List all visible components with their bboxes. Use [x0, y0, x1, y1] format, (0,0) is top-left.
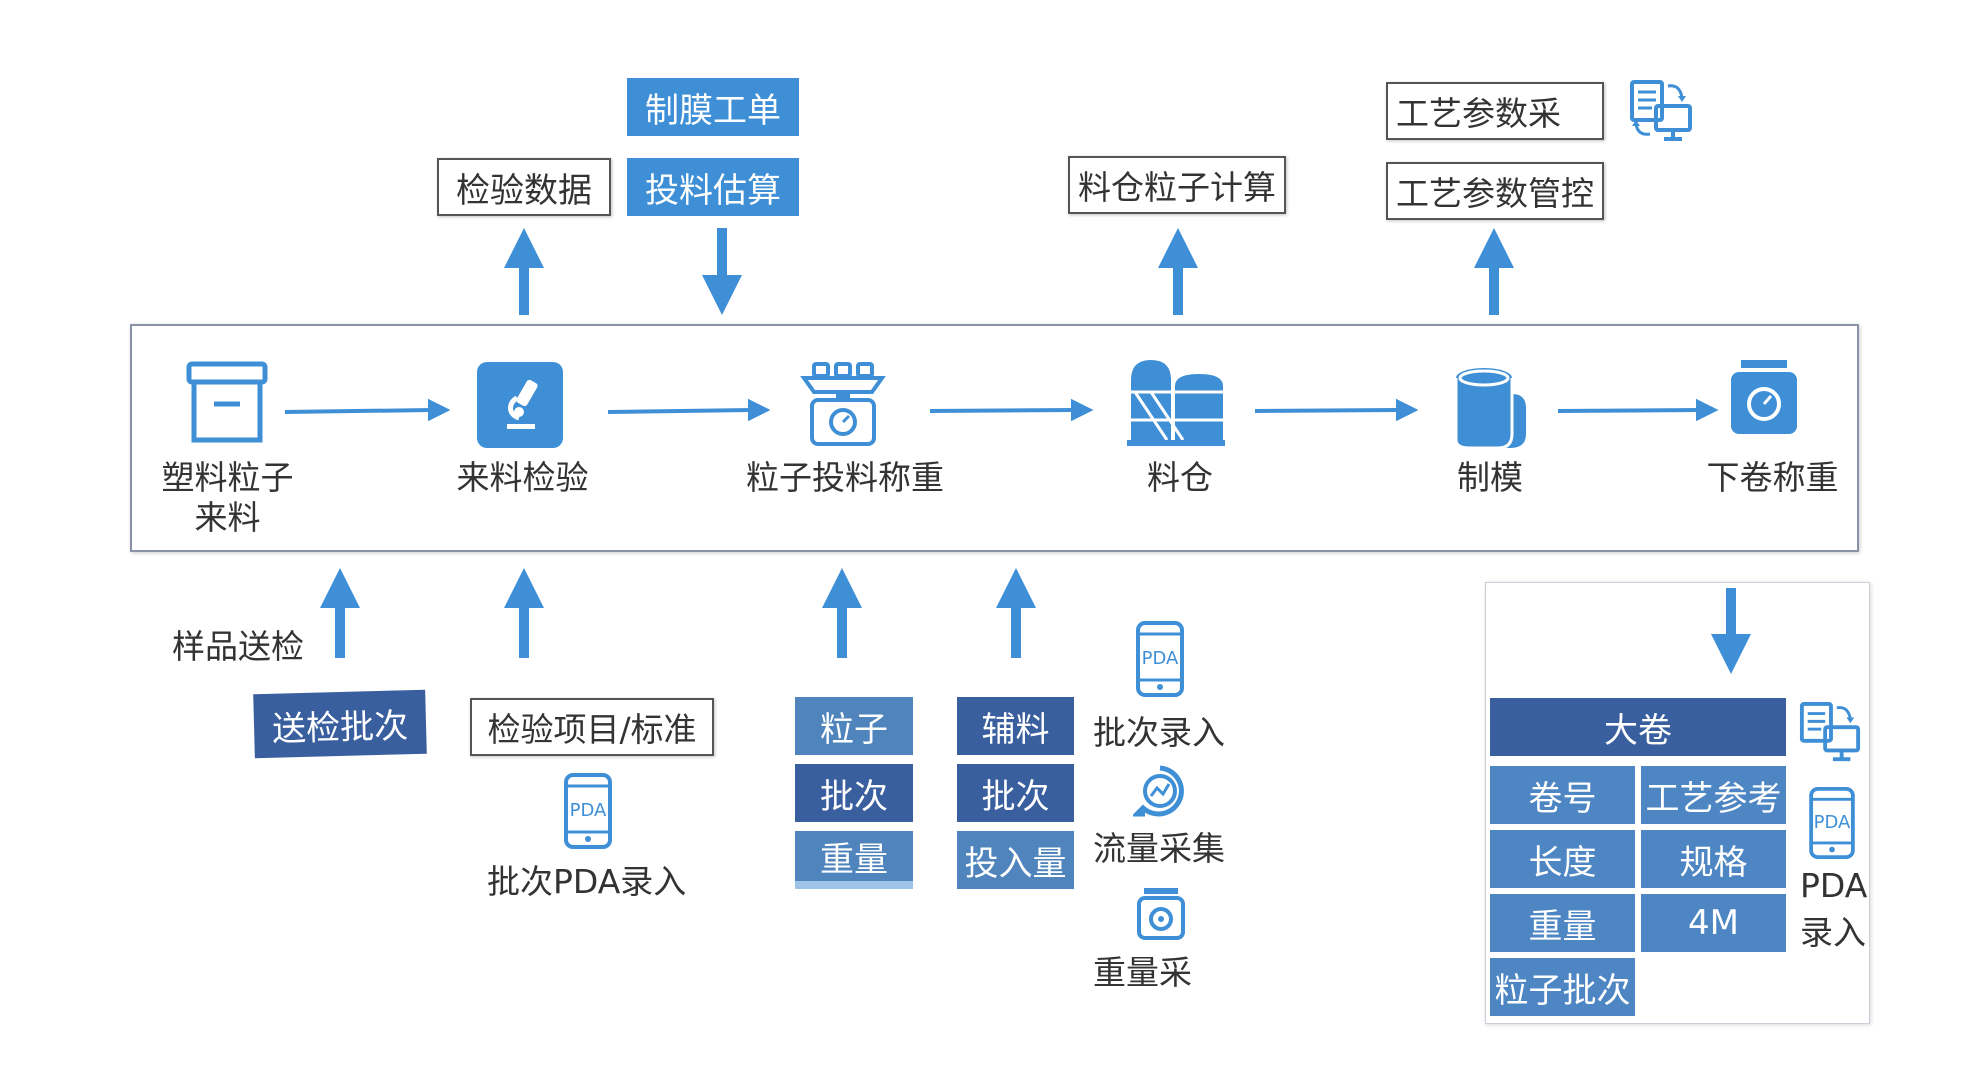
step-label-roll-weigh: 下卷称重	[1706, 458, 1839, 497]
pda-label: PDA	[1800, 866, 1868, 905]
vertical-arrows	[320, 228, 1751, 674]
monitor-sync-icon	[1630, 80, 1692, 141]
4m-cell: 4M	[1641, 894, 1786, 952]
monitor-sync-icon	[1799, 701, 1861, 762]
aux-input-cell: 投入量	[957, 831, 1074, 889]
sample-send-label: 样品送检	[172, 627, 304, 666]
big-roll-panel	[1485, 582, 1870, 1024]
process-collect-box[interactable]: 工艺参数采	[1386, 82, 1604, 140]
pellet-batch-cell: 粒子批次	[1490, 958, 1635, 1016]
scale-icon	[800, 362, 886, 446]
big-roll-title: 大卷	[1490, 698, 1786, 756]
step-label-mold: 制模	[1457, 458, 1523, 497]
feed-estimate-box[interactable]: 投料估算	[627, 158, 799, 216]
pda-icon-text: PDA	[569, 800, 607, 821]
box-icon	[186, 361, 268, 443]
step-label-weigh: 粒子投料称重	[746, 458, 944, 497]
pda-batch-label: 批次PDA录入	[487, 862, 687, 901]
weigh-icon	[1137, 888, 1185, 940]
film-order-box[interactable]: 制膜工单	[627, 78, 799, 136]
flow-arrow	[284, 398, 1719, 422]
roll-icon	[1454, 368, 1526, 450]
batch-entry-label: 批次录入	[1093, 713, 1225, 752]
spec-cell: 规格	[1641, 830, 1786, 888]
pda-icon	[1136, 621, 1184, 697]
pellet-batch-cell: 批次	[795, 764, 913, 822]
weight-cell: 重量	[1490, 894, 1635, 952]
aux-batch-cell: 批次	[957, 764, 1074, 822]
step-label-silo: 料仓	[1147, 458, 1213, 497]
entry-label: 录入	[1800, 913, 1866, 952]
length-cell: 长度	[1490, 830, 1635, 888]
pda-icon-text: PDA	[1141, 648, 1179, 669]
pda-icon-text: PDA	[1813, 812, 1851, 833]
flow-collect-label: 流量采集	[1093, 829, 1225, 868]
step-label-pellet-2: 来料	[194, 498, 261, 537]
process-frame	[130, 324, 1859, 552]
step-label-inspect: 来料检验	[456, 458, 589, 497]
weight-collect-label: 重量采	[1093, 953, 1192, 992]
aux-header-cell: 辅料	[957, 697, 1074, 755]
pda-icon	[564, 773, 612, 849]
pellet-weight-cell: 重量	[795, 831, 913, 889]
silo-icon	[1127, 360, 1225, 446]
send-batch-box[interactable]: 送检批次	[253, 689, 427, 759]
pellet-header-cell: 粒子	[795, 697, 913, 755]
step-label-pellet: 塑料粒子	[161, 458, 294, 497]
inspect-items-box[interactable]: 检验项目/标准	[470, 698, 714, 756]
roll-no-cell: 卷号	[1490, 766, 1635, 824]
process-ref-cell: 工艺参考	[1641, 766, 1786, 824]
microscope-icon	[477, 362, 563, 448]
flow-meter-icon	[1133, 765, 1184, 817]
pda-icon	[1809, 786, 1855, 860]
inspect-data-box[interactable]: 检验数据	[437, 158, 611, 216]
process-control-box[interactable]: 工艺参数管控	[1386, 162, 1604, 220]
silo-calc-box[interactable]: 料仓粒子计算	[1068, 156, 1286, 214]
weight-scale-icon	[1731, 360, 1797, 434]
